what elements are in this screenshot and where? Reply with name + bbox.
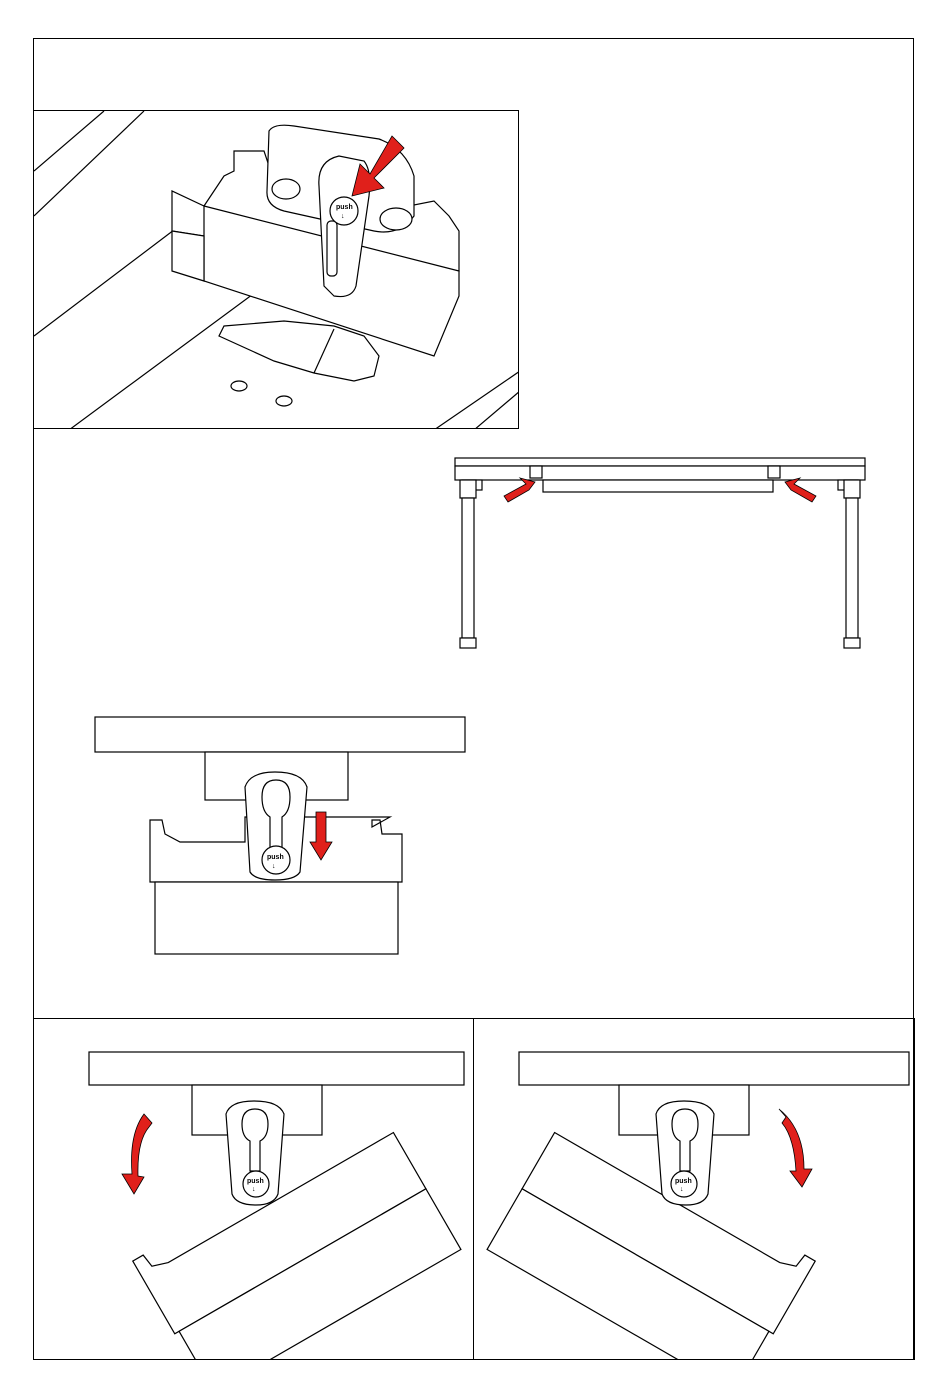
- locking-illustration: push ↓: [90, 712, 470, 962]
- closeup-illustration: push ↓: [34, 111, 519, 429]
- tilt-right-push-label: push: [675, 1178, 692, 1185]
- closeup-panel: push ↓: [33, 110, 519, 429]
- double-arrow-icon: [122, 1114, 152, 1194]
- pointer-arrow-icon: [504, 478, 535, 502]
- tilt-left-push-label: push: [247, 1178, 264, 1185]
- tilt-left-push-arrow: ↓: [252, 1186, 256, 1193]
- closeup-push-label: push: [336, 204, 353, 211]
- tilt-right-push-arrow: ↓: [680, 1186, 684, 1193]
- tilt-right-illustration: push ↓: [474, 1019, 915, 1360]
- locking-push-label: push: [267, 854, 284, 861]
- double-arrow-icon: [779, 1109, 812, 1187]
- table-overview-panel: [440, 450, 880, 665]
- table-illustration: [440, 450, 880, 665]
- closeup-push-arrow: ↓: [341, 213, 345, 220]
- locking-panel: push ↓: [90, 712, 470, 962]
- tilt-right-panel: push ↓: [473, 1018, 915, 1360]
- pointer-arrow-icon: [785, 478, 816, 502]
- locking-push-arrow: ↓: [272, 863, 276, 870]
- tilt-left-panel: push ↓: [33, 1018, 474, 1360]
- tilt-left-illustration: push ↓: [34, 1019, 474, 1360]
